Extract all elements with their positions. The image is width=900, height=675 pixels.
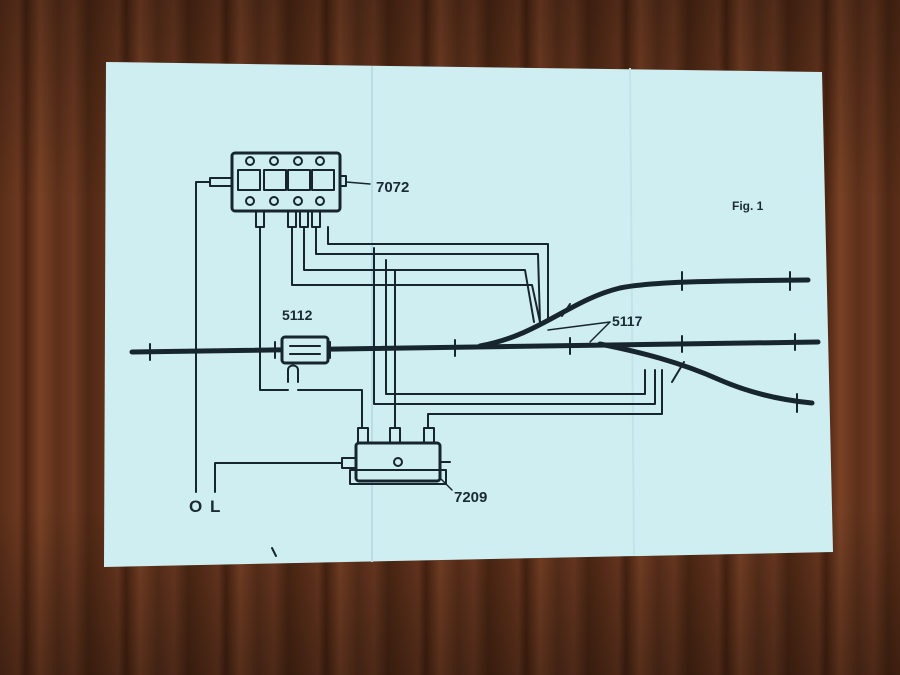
stray-mark [271, 547, 277, 557]
main-track [129, 339, 821, 355]
turnout-leaders [547, 321, 611, 343]
switchboard-7072 [209, 151, 347, 228]
upper-branch-track [477, 277, 811, 349]
figure-label: Fig. 1 [732, 199, 764, 213]
paper-fold-line-2 [629, 67, 635, 556]
lower-branch-track [597, 341, 815, 406]
label-5117: 5117 [612, 313, 643, 329]
terminal-l-label: L [210, 497, 220, 516]
relay-7209 [341, 427, 451, 485]
switchboard-leader [345, 181, 371, 185]
terminal-o-label: O [189, 497, 202, 516]
label-5112: 5112 [282, 307, 313, 323]
wiring [195, 181, 663, 493]
label-7072: 7072 [376, 179, 409, 196]
track-joints [149, 271, 798, 413]
relay-leader [439, 477, 453, 491]
uncoupler-5112 [280, 335, 330, 383]
label-7209: 7209 [454, 489, 487, 506]
